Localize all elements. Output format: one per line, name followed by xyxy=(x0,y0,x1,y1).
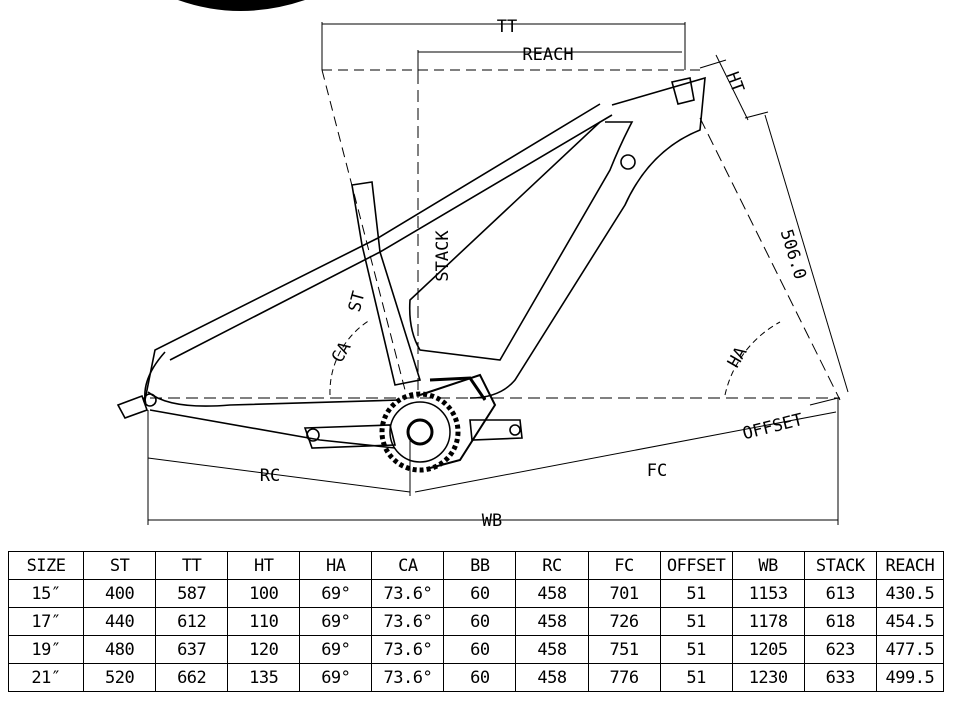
table-cell: 1205 xyxy=(731,635,805,664)
header-cell: RC xyxy=(515,551,589,580)
table-cell: 477.5 xyxy=(875,635,945,664)
table-cell: 400 xyxy=(83,579,157,608)
table-cell: 520 xyxy=(83,663,157,692)
label-tt: TT xyxy=(497,17,517,37)
frame-geometry-diagram: TT REACH HT STACK ST CA HA 506.0 OFFSET … xyxy=(116,0,849,531)
table-cell: 110 xyxy=(227,607,301,636)
chainring-motor xyxy=(379,373,497,473)
table-cell: 17″ xyxy=(7,607,85,636)
table-cell: 73.6° xyxy=(371,607,445,636)
header-cell: STACK xyxy=(803,551,877,580)
table-cell: 60 xyxy=(443,607,517,636)
label-ha: HA xyxy=(724,344,752,372)
header-cell: HA xyxy=(299,551,373,580)
table-cell: 751 xyxy=(587,635,661,664)
table-header-row: SIZE ST TT HT HA CA BB RC FC OFFSET WB S… xyxy=(7,551,945,580)
label-stack: STACK xyxy=(433,230,453,282)
table-row: 15″ 400 587 100 69° 73.6° 60 458 701 51 … xyxy=(7,579,945,608)
dimension-lines xyxy=(147,22,849,525)
label-st: ST xyxy=(345,289,370,314)
label-rc: RC xyxy=(260,466,280,486)
table-cell: 51 xyxy=(659,635,733,664)
table-cell: 587 xyxy=(155,579,229,608)
table-cell: 100 xyxy=(227,579,301,608)
table-cell: 726 xyxy=(587,607,661,636)
table-cell: 60 xyxy=(443,663,517,692)
table-cell: 633 xyxy=(803,663,877,692)
table-cell: 69° xyxy=(299,607,373,636)
table-cell: 454.5 xyxy=(875,607,945,636)
table-cell: 701 xyxy=(587,579,661,608)
table-cell: 776 xyxy=(587,663,661,692)
bike-frame xyxy=(116,76,706,449)
table-cell: 458 xyxy=(515,635,589,664)
table-cell: 69° xyxy=(299,663,373,692)
header-cell: TT xyxy=(155,551,229,580)
wheel-arc xyxy=(178,0,305,11)
table-row: 17″ 440 612 110 69° 73.6° 60 458 726 51 … xyxy=(7,607,945,636)
header-cell: ST xyxy=(83,551,157,580)
table-cell: 430.5 xyxy=(875,579,945,608)
table-cell: 120 xyxy=(227,635,301,664)
table-cell: 51 xyxy=(659,663,733,692)
table-cell: 499.5 xyxy=(875,663,945,692)
table-cell: 73.6° xyxy=(371,635,445,664)
header-cell: REACH xyxy=(875,551,945,580)
label-reach: REACH xyxy=(522,45,573,65)
table-cell: 73.6° xyxy=(371,579,445,608)
label-offset: OFFSET xyxy=(741,410,805,444)
table-cell: 69° xyxy=(299,635,373,664)
header-cell: SIZE xyxy=(7,551,85,580)
label-fork-length: 506.0 xyxy=(776,227,810,282)
table-cell: 637 xyxy=(155,635,229,664)
header-cell: HT xyxy=(227,551,301,580)
header-cell: FC xyxy=(587,551,661,580)
table-cell: 19″ xyxy=(7,635,85,664)
table-cell: 458 xyxy=(515,579,589,608)
label-fc: FC xyxy=(647,461,667,481)
table-cell: 51 xyxy=(659,579,733,608)
label-ca: CA xyxy=(328,339,356,367)
geometry-table: SIZE ST TT HT HA CA BB RC FC OFFSET WB S… xyxy=(7,551,945,692)
table-cell: 135 xyxy=(227,663,301,692)
label-wb: WB xyxy=(482,511,502,531)
header-cell: WB xyxy=(731,551,805,580)
table-cell: 612 xyxy=(155,607,229,636)
table-cell: 458 xyxy=(515,663,589,692)
table-cell: 440 xyxy=(83,607,157,636)
table-cell: 73.6° xyxy=(371,663,445,692)
table-cell: 15″ xyxy=(7,579,85,608)
table-cell: 623 xyxy=(803,635,877,664)
table-row: 19″ 480 637 120 69° 73.6° 60 458 751 51 … xyxy=(7,635,945,664)
table-cell: 21″ xyxy=(7,663,85,692)
table-cell: 69° xyxy=(299,579,373,608)
table-cell: 60 xyxy=(443,635,517,664)
table-cell: 613 xyxy=(803,579,877,608)
table-cell: 1230 xyxy=(731,663,805,692)
table-cell: 458 xyxy=(515,607,589,636)
table-cell: 51 xyxy=(659,607,733,636)
header-cell: OFFSET xyxy=(659,551,733,580)
table-cell: 60 xyxy=(443,579,517,608)
table-cell: 480 xyxy=(83,635,157,664)
label-ht: HT xyxy=(722,69,748,95)
header-cell: BB xyxy=(443,551,517,580)
table-cell: 662 xyxy=(155,663,229,692)
table-cell: 1153 xyxy=(731,579,805,608)
table-row: 21″ 520 662 135 69° 73.6° 60 458 776 51 … xyxy=(7,663,945,692)
table-cell: 618 xyxy=(803,607,877,636)
header-cell: CA xyxy=(371,551,445,580)
table-cell: 1178 xyxy=(731,607,805,636)
